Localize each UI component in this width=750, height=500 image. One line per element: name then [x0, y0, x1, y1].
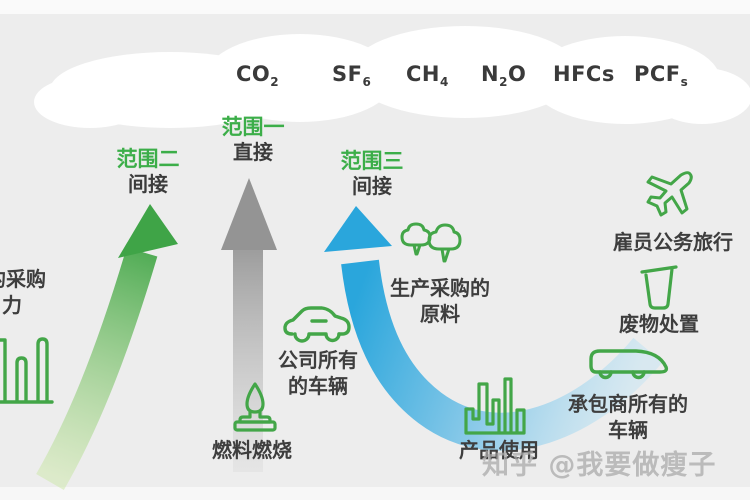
bottom-strip: [0, 487, 750, 500]
scope2-arrow: [36, 204, 178, 490]
top-strip: [0, 0, 750, 14]
scope1-arrow: [221, 178, 277, 472]
scope3-arrow: [324, 206, 663, 451]
watermark: 知乎 @我要做瘦子: [482, 450, 717, 481]
cloud-shape: [34, 26, 750, 128]
